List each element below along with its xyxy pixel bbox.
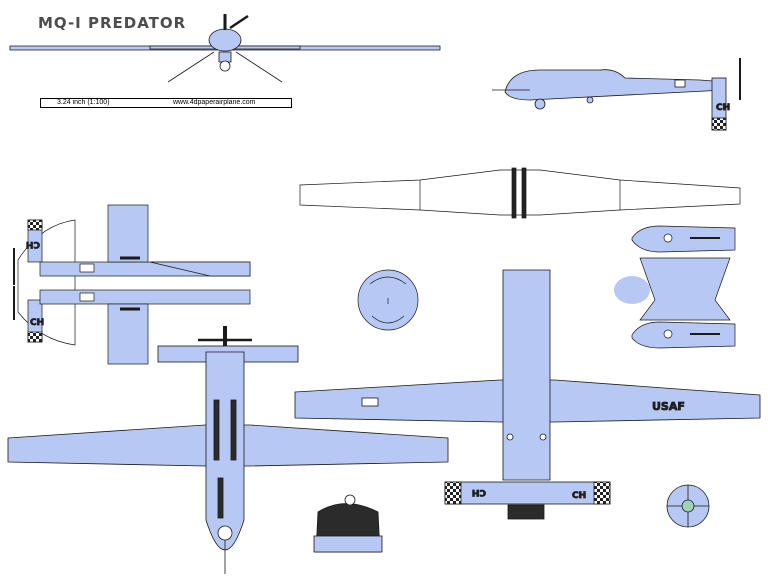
sheet-title: MQ-I PREDATOR — [38, 14, 187, 32]
tail-code-side: CH — [716, 103, 730, 113]
usaf-wing-text: USAF — [652, 400, 685, 413]
fuselage-side-panels: CH CH — [13, 204, 251, 365]
website-label: www.4dpaperairplane.com — [173, 99, 256, 106]
scale-bar: 3.24 inch (1:100) www.4dpaperairplane.co… — [40, 98, 292, 108]
tail-code-bottom-left: CH — [472, 487, 486, 497]
front-view — [9, 14, 441, 83]
tail-code-bottom-right: CH — [572, 491, 586, 501]
nose-side-panels — [614, 225, 736, 349]
side-view: CH — [492, 58, 741, 131]
top-view — [7, 326, 449, 574]
tail-cone-part — [313, 494, 383, 553]
tail-code-panel-bottom: CH — [30, 318, 44, 328]
wing-strip-part — [299, 167, 741, 219]
small-disc-part — [666, 484, 710, 528]
tail-code-panel-top: CH — [26, 239, 40, 249]
bottom-view: CH CH USAF — [294, 269, 761, 520]
scale-label: 3.24 inch (1:100) — [57, 99, 110, 106]
nose-disc-part — [357, 269, 419, 331]
